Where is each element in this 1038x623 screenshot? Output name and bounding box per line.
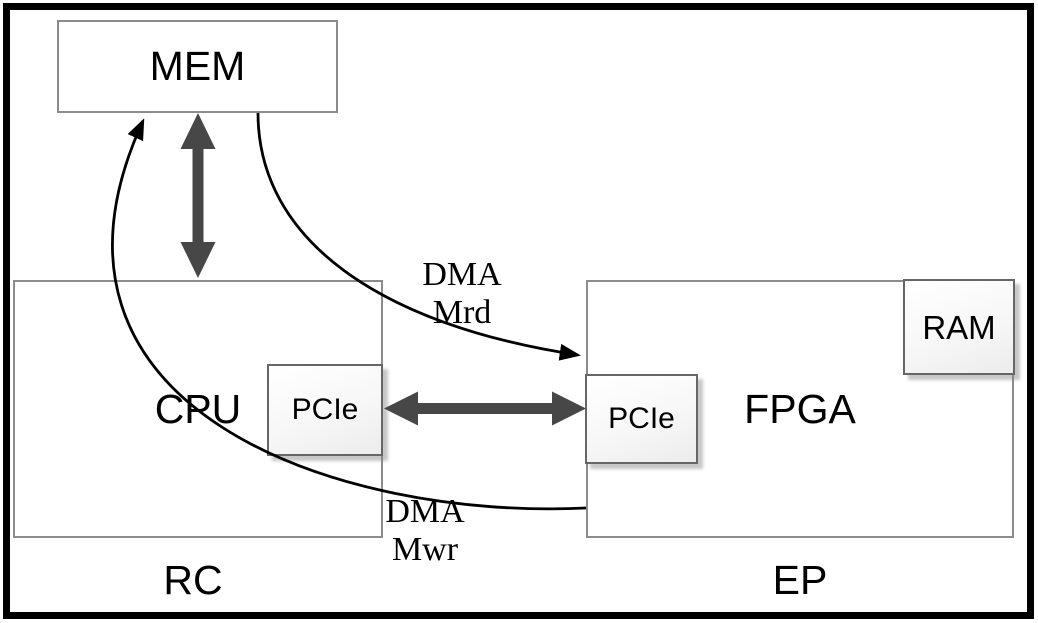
ep-caption: EP xyxy=(772,557,828,603)
pcie-rc-box: PCIe xyxy=(267,364,383,456)
pcie-ep-box: PCIe xyxy=(585,374,698,464)
ram-label: RAM xyxy=(922,308,996,346)
dma-mrd-label-line2: Mrd xyxy=(432,294,492,331)
diagram-outer-border xyxy=(3,3,1034,619)
dma-mwr-label: DMA Mwr xyxy=(350,493,500,569)
cpu-label: CPU xyxy=(154,385,242,432)
dma-mrd-label-line1: DMA xyxy=(422,256,502,293)
pcie-ep-label: PCIe xyxy=(608,402,675,435)
pcie-rc-label: PCIe xyxy=(291,393,359,426)
fpga-label: FPGA xyxy=(744,385,856,432)
mem-label: MEM xyxy=(149,43,246,89)
mem-box: MEM xyxy=(57,20,338,113)
ram-box: RAM xyxy=(903,279,1015,375)
dma-mwr-label-line1: DMA xyxy=(385,493,465,530)
dma-mrd-label: DMA Mrd xyxy=(387,256,537,332)
rc-caption: RC xyxy=(163,557,223,603)
dma-mwr-label-line2: Mwr xyxy=(391,531,459,568)
